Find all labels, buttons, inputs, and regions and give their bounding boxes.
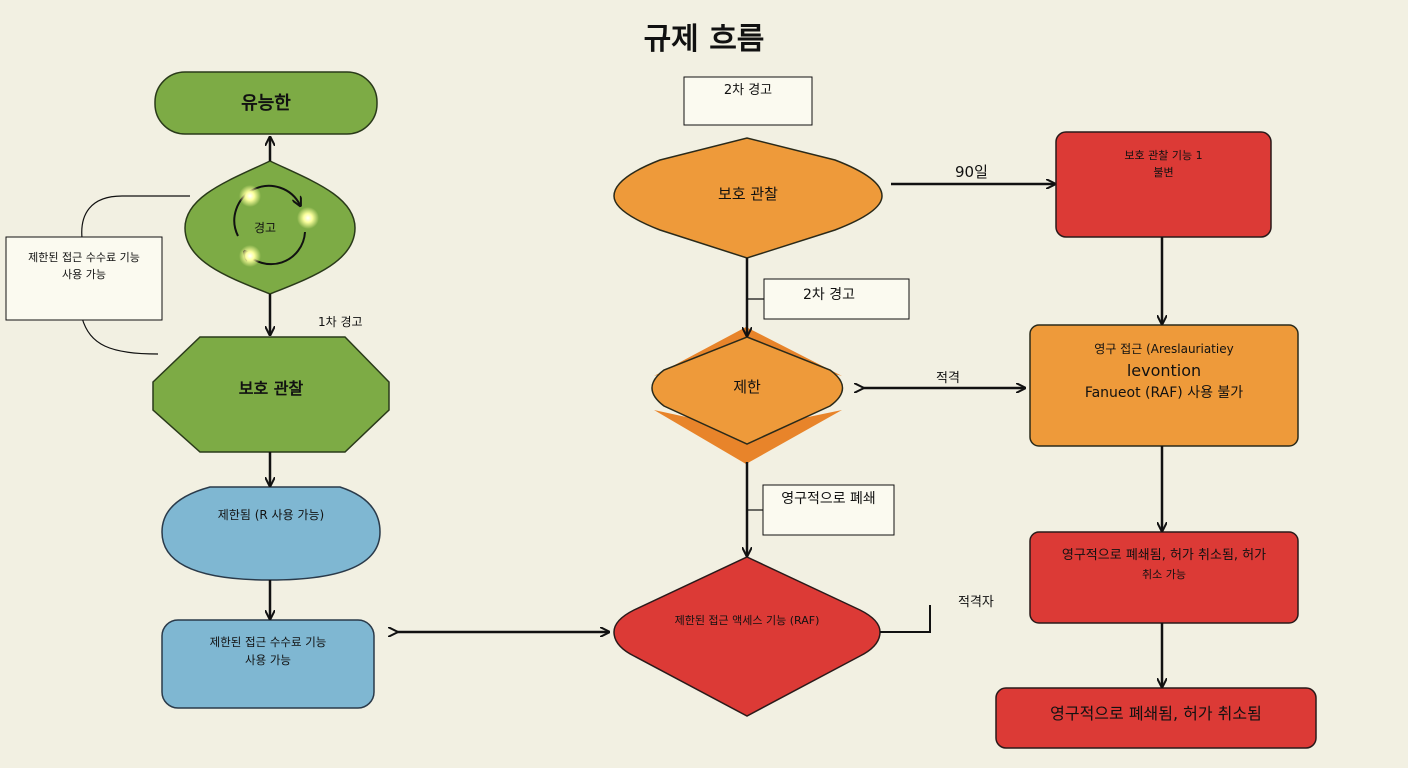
label-second-warning: 2차 경고 [803,287,855,303]
side-note-text: 제한된 접근 수수료 기능 사용 가능 [6,249,162,283]
node-restricted-r[interactable] [161,486,381,581]
node-valid[interactable] [154,71,378,135]
node-revoked-access-text: 영구적으로 폐쇄됨, 허가 취소됨, 허가 취소 가능 [1030,546,1298,583]
connector-eligible-person [880,605,931,633]
node-raf[interactable] [613,556,881,717]
label-box-second-warning [763,278,910,320]
node-revoked-access-line-1: 영구적으로 폐쇄됨, 허가 취소됨, 허가 [1061,548,1267,563]
node-restriction-label: 제한 [733,378,761,396]
node-permanent-access[interactable] [1029,324,1299,447]
node-permanent-access-line-1: 영구 접근 (Areslauriatiey [1094,342,1234,356]
node-probation-left[interactable] [152,336,390,453]
label-perm-closure: 영구적으로 폐쇄 [781,491,876,507]
node-probation-1[interactable] [1055,131,1272,238]
node-restricted-r-label: 제한됨 (R 사용 가능) [217,508,325,522]
node-probation-left-label: 보호 관찰 [238,379,304,398]
node-second-warning-top [683,76,813,126]
side-note-bracket [81,195,190,239]
edge-label-eligible-person: 적격자 [958,595,994,610]
side-note-bracket-lower [81,317,159,355]
node-permanent-access-line-3: Fanueot (RAF) 사용 불가 [1084,385,1244,402]
node-revoked-label: 영구적으로 폐쇄됨, 허가 취소됨 [1050,704,1262,723]
node-restricted-fee[interactable] [161,619,375,709]
node-valid-label: 유능한 [241,93,291,114]
edge-label-first-warning: 1차 경고 [318,315,363,329]
node-restricted-fee-line-1: 제한된 접근 수수료 기능 [209,635,327,649]
node-probation-1-line-2: 불변 [1153,166,1174,180]
node-permanent-access-line-2: levontion [1126,360,1202,380]
edge-label-90-days: 90일 [955,163,988,181]
node-warning-label: 경고 [253,221,277,235]
node-restricted-fee-text: 제한된 접근 수수료 기능 사용 가능 [162,634,374,670]
side-note-line-1: 제한된 접근 수수료 기능 [28,251,140,264]
node-probation-1-text: 보호 관찰 기능 1 불변 [1056,147,1271,181]
edge-label-eligible: 적격 [936,371,960,386]
node-probation-1-line-1: 보호 관찰 기능 1 [1124,149,1203,162]
node-permanent-access-text: 영구 접근 (Areslauriatiey levontion Fanueot … [1030,340,1298,405]
label-box-perm-closure [762,484,895,536]
cycle-icon [233,184,319,267]
node-revoked[interactable] [995,687,1317,749]
node-revoked-access-line-2: 취소 가능 [1142,568,1186,582]
node-revoked-access[interactable] [1029,531,1299,624]
node-second-warning-top-label: 2차 경고 [723,83,773,98]
node-probation-mid[interactable] [613,137,883,259]
node-probation-mid-label: 보호 관찰 [718,185,778,203]
node-side-note [5,236,163,321]
side-note-line-2: 사용 가능 [62,268,106,282]
diagram-title: 규제 흐름 [643,22,765,57]
node-restricted-fee-line-2: 사용 가능 [245,652,291,667]
node-raf-label: 제한된 접근 액세스 기능 (RAF) [674,614,820,627]
